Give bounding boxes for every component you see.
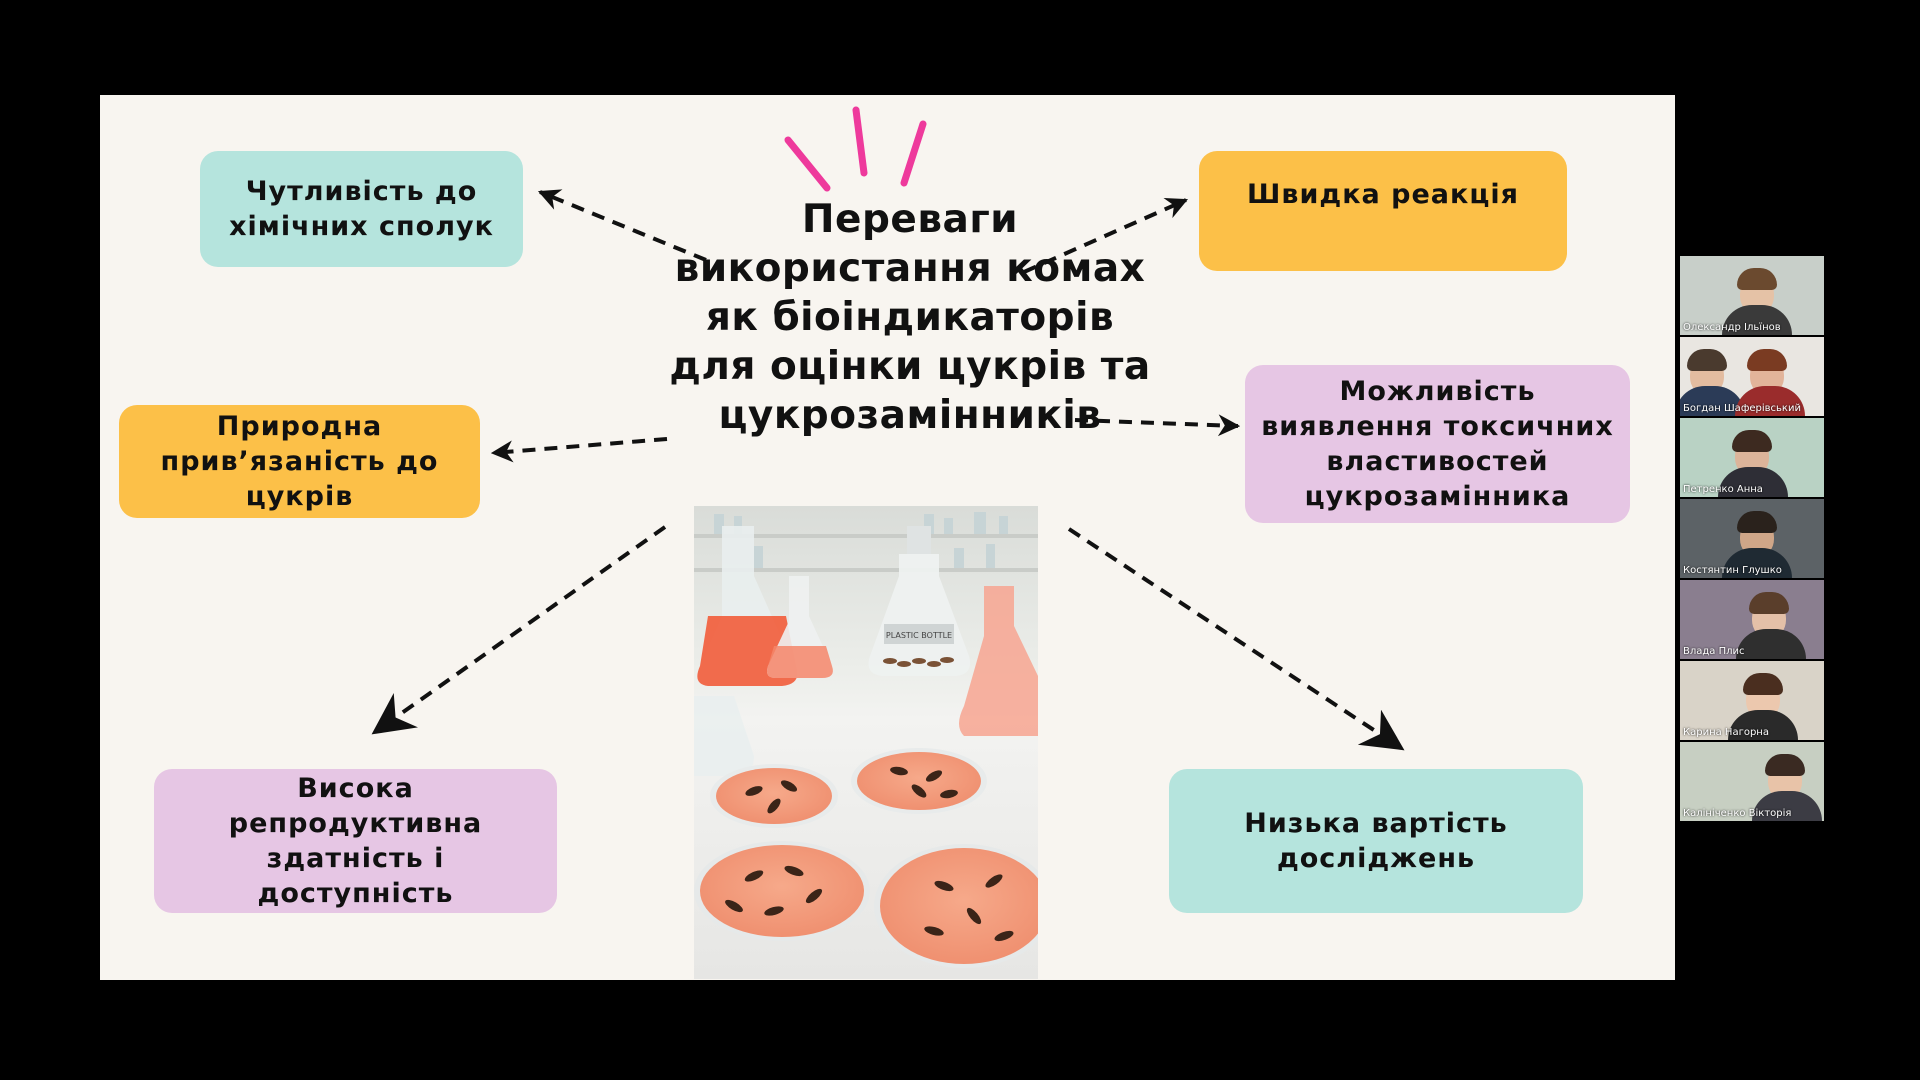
- toxic-detection-text: Можливість виявлення токсичних властивос…: [1261, 376, 1614, 512]
- participant-name: Олександр Ільїнов: [1683, 322, 1781, 333]
- fast-reaction-text: Швидка реакція: [1247, 179, 1519, 210]
- arrow-to-natural-attachment: [490, 437, 668, 463]
- participant-gallery: Олександр Ільїнов Богдан Шаферівський Пе…: [1680, 256, 1824, 822]
- low-cost-text: Низька вартість досліджень: [1244, 808, 1508, 874]
- participant-name: Петренко Анна: [1683, 484, 1763, 495]
- participant-tile[interactable]: Влада Плис: [1680, 580, 1824, 659]
- arrow-to-toxic-detection: [1074, 414, 1241, 437]
- lab-photo: PLASTIC BOTTLE: [694, 506, 1038, 979]
- bottle-label: PLASTIC BOTTLE: [886, 631, 952, 640]
- participant-tile[interactable]: Костянтин Глушко: [1680, 499, 1824, 578]
- natural-attachment-box: Природна прив’язаність до цукрів: [119, 405, 480, 518]
- sensitivity-box: Чутливість до хімічних сполук: [200, 151, 523, 267]
- participant-tile[interactable]: Олександр Ільїнов: [1680, 256, 1824, 335]
- slide-arrows: [371, 106, 1405, 751]
- natural-attachment-text: Природна прив’язаність до цукрів: [160, 411, 439, 512]
- participant-name: Карина Нагорна: [1683, 727, 1769, 738]
- accent-strokes: [784, 106, 927, 192]
- participant-name: Костянтин Глушко: [1683, 565, 1782, 576]
- participant-name: Влада Плис: [1683, 646, 1745, 657]
- reproduction-box: Висока репродуктивна здатність і доступн…: [154, 769, 557, 913]
- arrow-to-reproduction: [371, 525, 667, 735]
- fast-reaction-box: Швидка реакція: [1199, 151, 1567, 271]
- presentation-slide: Чутливість до хімічних сполук Швидка реа…: [100, 95, 1675, 980]
- participant-tile[interactable]: Карина Нагорна: [1680, 661, 1824, 740]
- participant-tile[interactable]: Петренко Анна: [1680, 418, 1824, 497]
- participant-name: Богдан Шаферівський: [1683, 403, 1801, 414]
- participant-tile[interactable]: Калініченко Вікторія: [1680, 742, 1824, 821]
- slide-title: Переваги використання комах як біоіндика…: [669, 197, 1151, 438]
- toxic-detection-box: Можливість виявлення токсичних властивос…: [1245, 365, 1630, 523]
- reproduction-text: Висока репродуктивна здатність і доступн…: [228, 773, 483, 909]
- arrow-to-sensitivity: [537, 189, 707, 262]
- participant-tile[interactable]: Богдан Шаферівський: [1680, 337, 1824, 416]
- low-cost-box: Низька вартість досліджень: [1169, 769, 1583, 913]
- arrow-to-low-cost: [1067, 527, 1405, 751]
- arrow-to-fast-reaction: [1023, 197, 1189, 274]
- sensitivity-text: Чутливість до хімічних сполук: [229, 176, 494, 242]
- participant-name: Калініченко Вікторія: [1683, 808, 1792, 819]
